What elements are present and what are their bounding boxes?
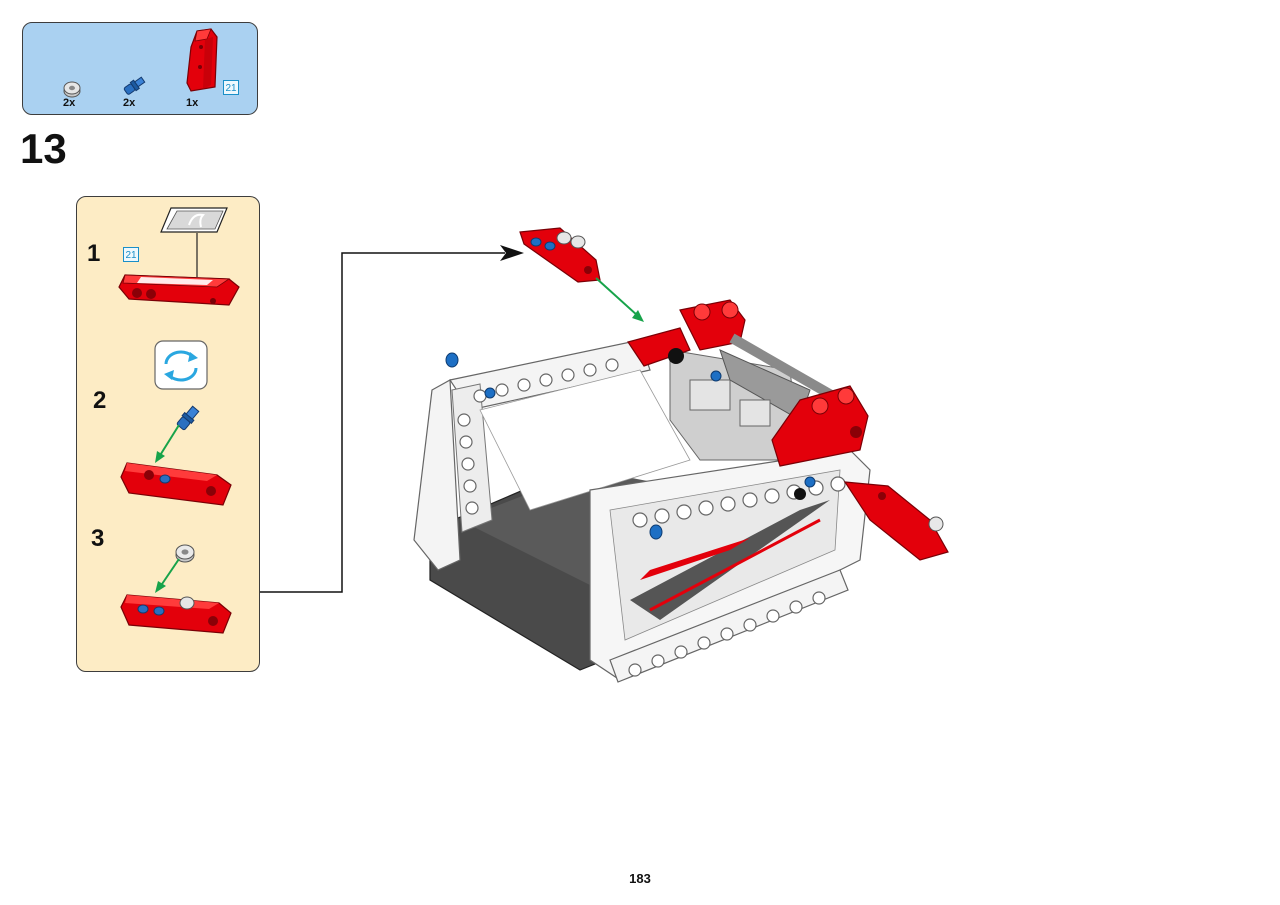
part-qty: 1x — [186, 97, 199, 109]
sub2-axle-pin — [176, 405, 200, 431]
substep-number: 1 — [87, 240, 101, 267]
part-qty: 2x — [63, 97, 76, 109]
substep-number: 2 — [93, 387, 107, 414]
sub1-red-beam — [118, 274, 240, 306]
substep-number: 3 — [91, 525, 105, 552]
page-number: 183 — [629, 871, 651, 886]
parts-list: 2x 2x 1x 21 — [22, 22, 258, 115]
sub-assembly-box: 1 21 2 — [76, 196, 260, 672]
bush-icon — [63, 81, 81, 98]
part-qty: 2x — [123, 97, 136, 109]
ref-badge: 21 — [223, 80, 239, 95]
sub3-bush — [175, 544, 195, 563]
sticker-icon — [160, 207, 228, 233]
sub2-red-beam — [120, 462, 232, 506]
main-model — [413, 227, 949, 683]
sticker-leader-line — [196, 233, 198, 277]
sub3-red-beam — [120, 594, 232, 634]
green-arrow-icon — [155, 558, 180, 593]
step-number: 13 — [20, 125, 67, 172]
rotate-icon — [154, 340, 208, 390]
red-panel-icon — [186, 28, 218, 92]
green-arrow-icon — [155, 424, 180, 463]
ref-badge: 21 — [123, 247, 139, 262]
axle-pin-icon — [123, 76, 146, 95]
